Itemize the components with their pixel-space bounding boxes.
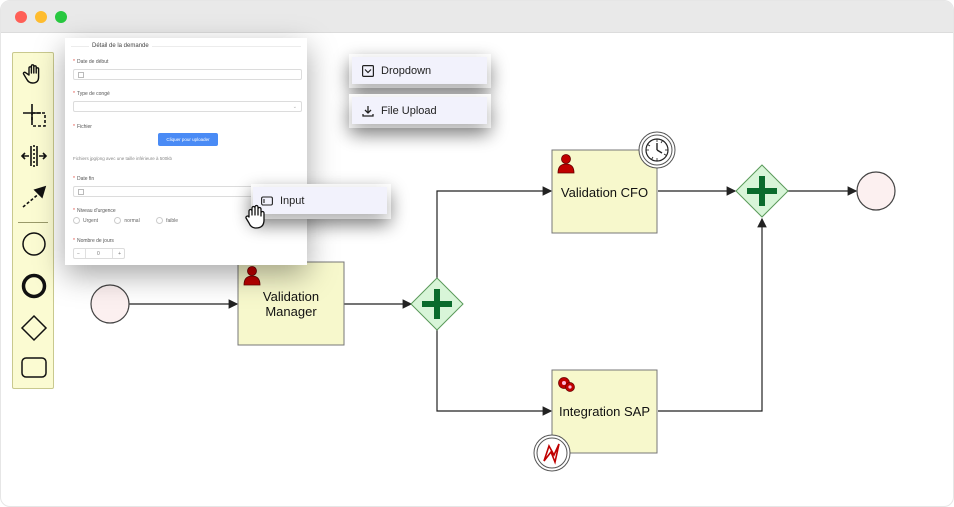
calendar-icon [78, 72, 84, 78]
calendar-icon [78, 189, 84, 195]
task-label-integration-sap: Integration SAP [558, 404, 651, 419]
service-gear-icon [558, 377, 575, 392]
hand-tool-icon[interactable] [17, 57, 51, 91]
input-widget[interactable]: Input [253, 187, 387, 214]
flow-sap-to-join [658, 217, 767, 412]
file-upload-widget-label: File Upload [381, 104, 437, 117]
connect-tool-icon[interactable] [17, 180, 51, 214]
stepper-plus-button[interactable]: + [118, 251, 121, 257]
label-date-fin: *Date fin [73, 176, 95, 182]
date-fin-input[interactable] [73, 186, 258, 197]
nombre-jours-stepper[interactable]: − 0 + [73, 248, 125, 259]
tool-palette [12, 52, 54, 389]
parallel-gateway-join [735, 164, 789, 218]
parallel-gateway-split [410, 277, 464, 331]
flow-split-to-cfo [436, 186, 553, 278]
task-validation-cfo [551, 149, 658, 234]
sequence-flows [129, 186, 858, 416]
title-bar [1, 1, 953, 33]
task-label-validation-cfo: Validation CFO [560, 185, 649, 200]
label-date-debut: *Date de début [73, 59, 109, 65]
input-widget-label: Input [280, 194, 305, 207]
form-preview-card: Détail de la demande *Date de début *Typ… [65, 38, 307, 265]
dropdown-icon [362, 64, 374, 77]
start-event-tool-icon[interactable] [17, 227, 51, 261]
radio-urgent[interactable]: Urgent [73, 217, 98, 224]
stepper-minus-button[interactable]: − [77, 251, 80, 257]
date-debut-input[interactable] [73, 69, 302, 80]
form-title-divider [71, 46, 301, 47]
upload-button[interactable]: Cliquer pour uploader [158, 133, 218, 146]
label-fichier: *Fichier [73, 124, 92, 130]
radio-faible[interactable]: faible [156, 217, 178, 224]
grab-cursor-icon [243, 203, 269, 236]
urgence-radio-group: Urgent normal faible [73, 217, 193, 224]
flow-split-to-sap [436, 330, 553, 416]
lasso-tool-icon[interactable] [17, 98, 51, 132]
task-label-validation-manager: Validation Manager [262, 289, 320, 319]
minimize-window-button[interactable] [35, 11, 47, 23]
start-event [90, 284, 130, 324]
space-tool-icon[interactable] [17, 139, 51, 173]
input-field-icon [261, 195, 273, 206]
maximize-window-button[interactable] [55, 11, 67, 23]
palette-separator [18, 222, 48, 223]
form-title: Détail de la demande [89, 43, 152, 49]
file-upload-widget[interactable]: File Upload [352, 97, 487, 124]
chevron-down-icon: ⌄ [292, 104, 297, 110]
user-icon [243, 266, 261, 286]
label-niveau-urgence: *Niveau d'urgence [73, 208, 116, 214]
label-type-conge: *Type de congé [73, 91, 110, 97]
user-icon [557, 154, 575, 174]
task-tool-icon[interactable] [17, 351, 51, 385]
gateway-tool-icon[interactable] [17, 311, 51, 345]
stepper-value: 0 [97, 251, 100, 257]
end-event [856, 171, 896, 211]
task-validation-manager [237, 261, 345, 346]
end-event-tool-icon[interactable] [17, 269, 51, 303]
dropdown-widget-label: Dropdown [381, 64, 432, 77]
radio-normal[interactable]: normal [114, 217, 140, 224]
close-window-button[interactable] [15, 11, 27, 23]
error-icon [533, 434, 571, 472]
type-conge-select[interactable]: ⌄ [73, 101, 302, 112]
dropdown-widget[interactable]: Dropdown [352, 57, 487, 84]
label-nombre-jours: *Nombre de jours [73, 238, 114, 244]
upload-hint: Fichiers jpg/png avec une taille inférie… [73, 156, 173, 161]
download-icon [362, 105, 374, 117]
timer-icon [638, 131, 676, 169]
